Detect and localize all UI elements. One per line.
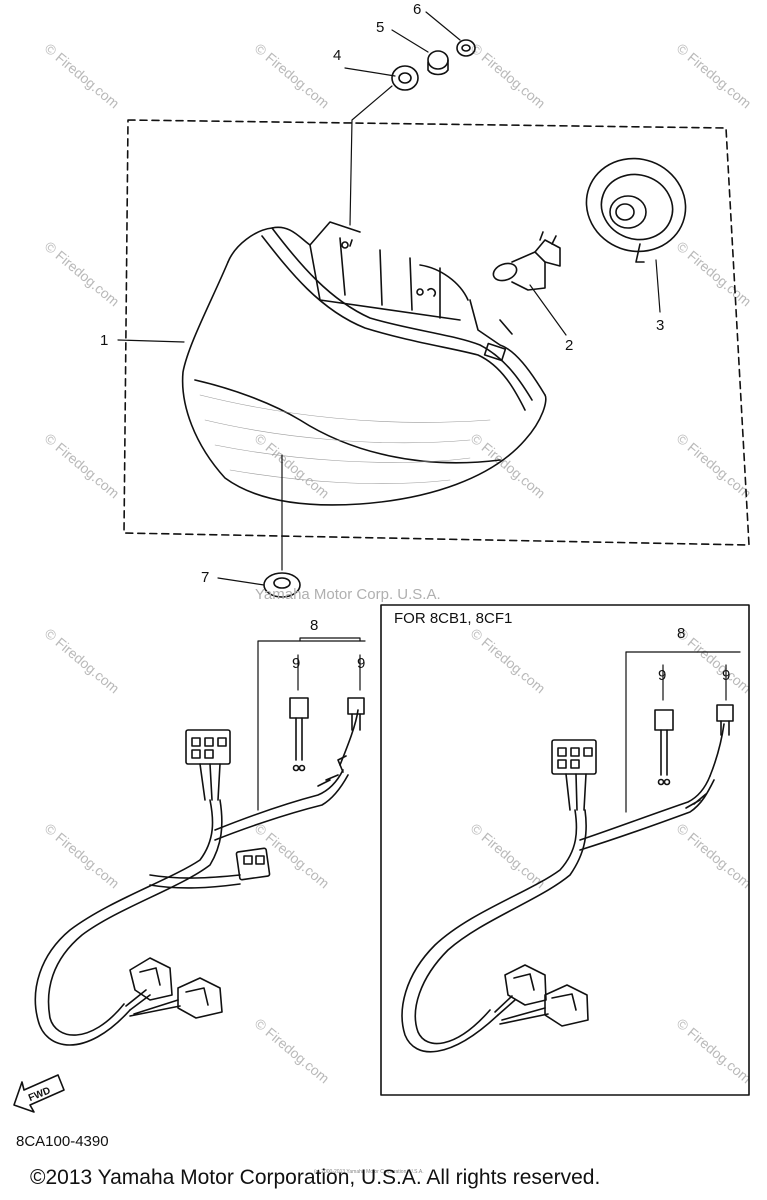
callout-9: 9: [292, 655, 300, 672]
fwd-arrow: [13, 1074, 65, 1113]
callout-7: 7: [201, 569, 209, 586]
callouts: 1 2 3 4 5 6 7 8 9 9 8 9 9 FWD: [27, 1, 730, 1104]
assembly-boundary: [123, 119, 750, 546]
callout-8: 8: [677, 625, 685, 642]
wire-harness-inset: [401, 704, 734, 1053]
callout-4: 4: [333, 47, 341, 64]
callout-8: 8: [310, 617, 318, 634]
lens-shading: [199, 394, 491, 484]
diagram-code: 8CA100-4390: [16, 1133, 109, 1150]
leader-lines: [117, 11, 741, 813]
callout-9: 9: [357, 655, 365, 672]
nut-6: [456, 39, 476, 57]
collar-5: [427, 50, 449, 76]
headlight-housing: [181, 221, 547, 506]
copyright-footer: ©2013 Yamaha Motor Corporation, U.S.A. A…: [30, 1166, 601, 1189]
callout-1: 1: [100, 332, 108, 349]
callout-2: 2: [565, 337, 573, 354]
yamaha-watermark: Yamaha Motor Corp. U.S.A.: [255, 586, 441, 603]
inset-label: FOR 8CB1, 8CF1: [394, 610, 513, 627]
wire-harness: [34, 697, 365, 1046]
inset-box: [380, 604, 750, 1096]
bulb-cover: [585, 157, 687, 263]
tiny-notice: (c) 2000-2013 Yamaha Motor Corporation, …: [314, 1169, 424, 1175]
grommet-4: [391, 65, 419, 91]
bulb: [492, 231, 561, 291]
callout-9: 9: [658, 667, 666, 684]
callout-6: 6: [413, 1, 421, 18]
callout-3: 3: [656, 317, 664, 334]
callout-5: 5: [376, 19, 384, 36]
callout-9: 9: [722, 667, 730, 684]
